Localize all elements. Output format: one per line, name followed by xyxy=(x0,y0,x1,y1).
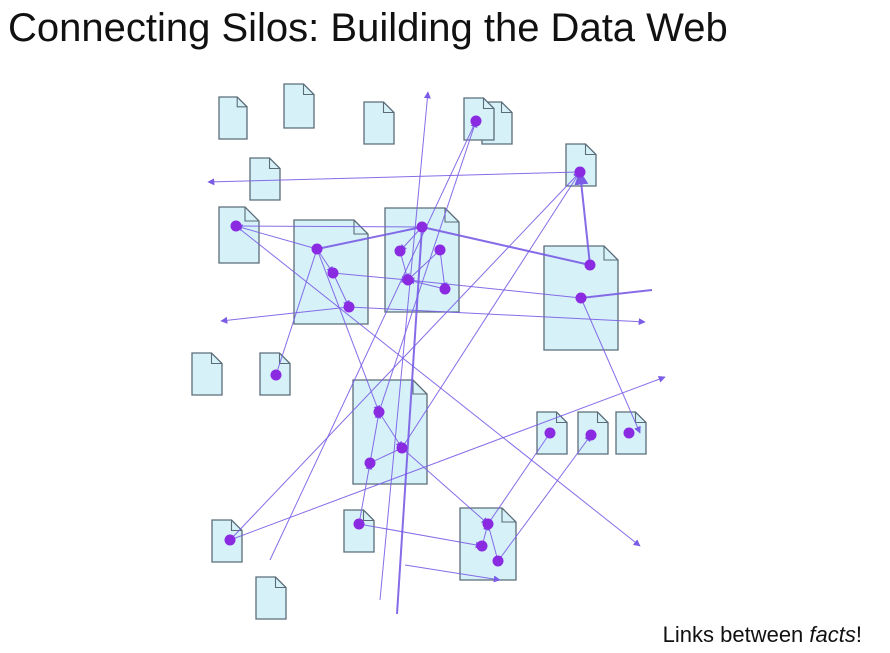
link-arrow xyxy=(332,272,350,308)
link-arrow xyxy=(378,120,478,413)
link-arrow xyxy=(269,120,477,561)
link-arrow xyxy=(348,306,646,326)
link-arrow xyxy=(229,171,581,541)
fact-node xyxy=(270,369,282,381)
link-arrow xyxy=(316,226,423,250)
link-arrow xyxy=(421,226,591,266)
fact-node xyxy=(394,245,406,257)
fact-node xyxy=(476,540,488,552)
fact-node xyxy=(492,555,504,567)
slide-title: Connecting Silos: Building the Data Web xyxy=(8,6,728,50)
fact-node xyxy=(343,301,355,313)
link-arrow xyxy=(229,375,666,541)
caption-prefix: Links between xyxy=(662,622,810,647)
fact-node xyxy=(230,220,242,232)
link-arrow xyxy=(401,447,489,525)
fact-node xyxy=(416,221,428,233)
link-arrow xyxy=(404,564,501,583)
link-arrow xyxy=(378,411,403,449)
document-icon xyxy=(218,96,248,140)
link-arrow xyxy=(358,523,483,549)
link-arrow xyxy=(379,91,431,601)
link-arrow xyxy=(235,225,641,547)
link-arrow xyxy=(358,462,373,525)
link-arrow xyxy=(407,277,582,299)
caption-suffix: ! xyxy=(855,622,862,647)
fact-node xyxy=(584,259,596,271)
document-icon xyxy=(249,157,281,201)
fact-node xyxy=(311,243,323,255)
link-arrow xyxy=(497,434,592,562)
document-icon xyxy=(283,83,315,129)
link-arrow xyxy=(574,170,591,266)
link-arrow xyxy=(487,523,499,562)
fact-node xyxy=(373,406,385,418)
link-arrow xyxy=(407,279,446,290)
fact-node xyxy=(585,429,597,441)
document-icon xyxy=(352,379,428,485)
link-arrow xyxy=(369,411,382,464)
document-icon xyxy=(343,509,375,553)
caption: Links between facts! xyxy=(663,621,862,649)
document-icon xyxy=(191,352,223,396)
fact-node xyxy=(353,518,365,530)
link-arrow xyxy=(235,224,318,250)
fact-node xyxy=(439,283,451,295)
link-arrow xyxy=(332,272,409,283)
fact-node xyxy=(364,457,376,469)
link-arrow xyxy=(275,248,318,376)
fact-node xyxy=(482,518,494,530)
link-arrow xyxy=(316,248,381,413)
link-arrow xyxy=(487,432,551,525)
link-arrow xyxy=(439,249,448,290)
link-arrow xyxy=(407,249,441,281)
link-arrow xyxy=(580,289,653,299)
fact-node xyxy=(575,292,587,304)
link-arrow xyxy=(369,447,403,464)
document-icon xyxy=(255,576,287,620)
link-arrow xyxy=(580,297,641,434)
document-icon xyxy=(218,206,260,264)
fact-node xyxy=(434,244,446,256)
links-layer xyxy=(207,91,666,615)
caption-emphasis: facts xyxy=(809,622,856,647)
fact-node xyxy=(470,115,482,127)
document-icon xyxy=(363,101,395,145)
fact-node xyxy=(402,274,414,286)
fact-node xyxy=(327,267,339,279)
link-arrow xyxy=(235,225,423,228)
facts-layer xyxy=(224,115,635,567)
fact-node xyxy=(396,442,408,454)
link-arrow xyxy=(396,226,423,615)
fact-node xyxy=(544,427,556,439)
fact-node xyxy=(224,534,236,546)
fact-node xyxy=(623,427,635,439)
link-arrow xyxy=(220,306,350,324)
fact-node xyxy=(574,166,586,178)
link-arrow xyxy=(207,171,581,186)
link-arrow xyxy=(401,171,581,449)
documents-layer xyxy=(191,83,647,620)
